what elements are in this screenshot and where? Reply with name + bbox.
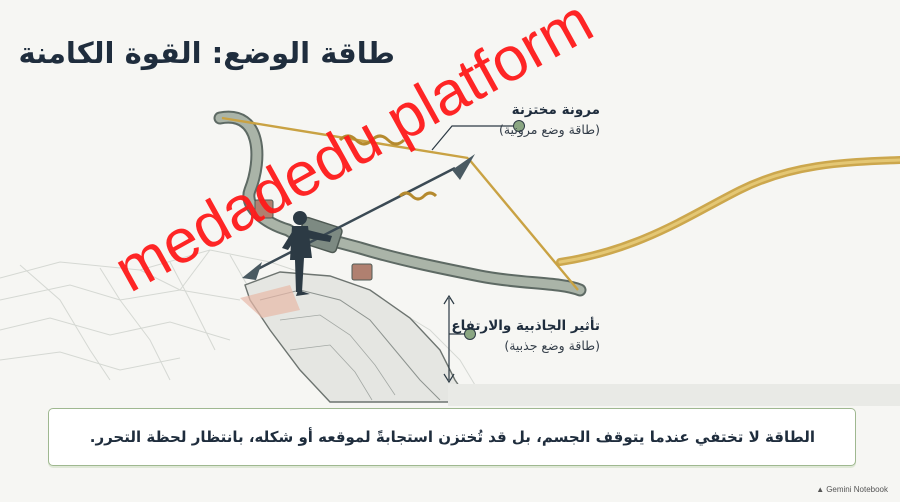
gravity-label-sub: (طاقة وضع جذبية) — [504, 338, 600, 353]
golden-ribbon — [556, 156, 900, 266]
page-title: طاقة الوضع: القوة الكامنة — [18, 36, 395, 70]
elastic-energy-label: مرونة مختزنة (طاقة وضع مرونية) — [499, 102, 600, 137]
terrain-wireframe — [0, 249, 476, 386]
caption-box: الطاقة لا تختفي عندما يتوقف الجسم، بل قد… — [48, 408, 856, 466]
archer-figure — [282, 211, 332, 296]
gravity-label-main: تأثير الجاذبية والارتفاع — [451, 318, 600, 334]
bow — [213, 110, 587, 297]
branding-text: Gemini Notebook — [826, 485, 888, 494]
bow-string — [221, 116, 579, 291]
elastic-pointer — [431, 120, 525, 151]
elastic-label-main: مرونة مختزنة — [511, 102, 600, 118]
branding: ▲Gemini Notebook — [816, 485, 888, 494]
caption-text: الطاقة لا تختفي عندما يتوقف الجسم، بل قد… — [89, 428, 815, 446]
height-indicator — [443, 294, 476, 384]
gravity-energy-label: تأثير الجاذبية والارتفاع (طاقة وضع جذبية… — [451, 318, 600, 353]
elastic-label-sub: (طاقة وضع مرونية) — [498, 122, 600, 137]
cliff — [240, 271, 900, 406]
notebook-logo-icon: ▲ — [816, 485, 825, 494]
arrow — [242, 154, 475, 280]
